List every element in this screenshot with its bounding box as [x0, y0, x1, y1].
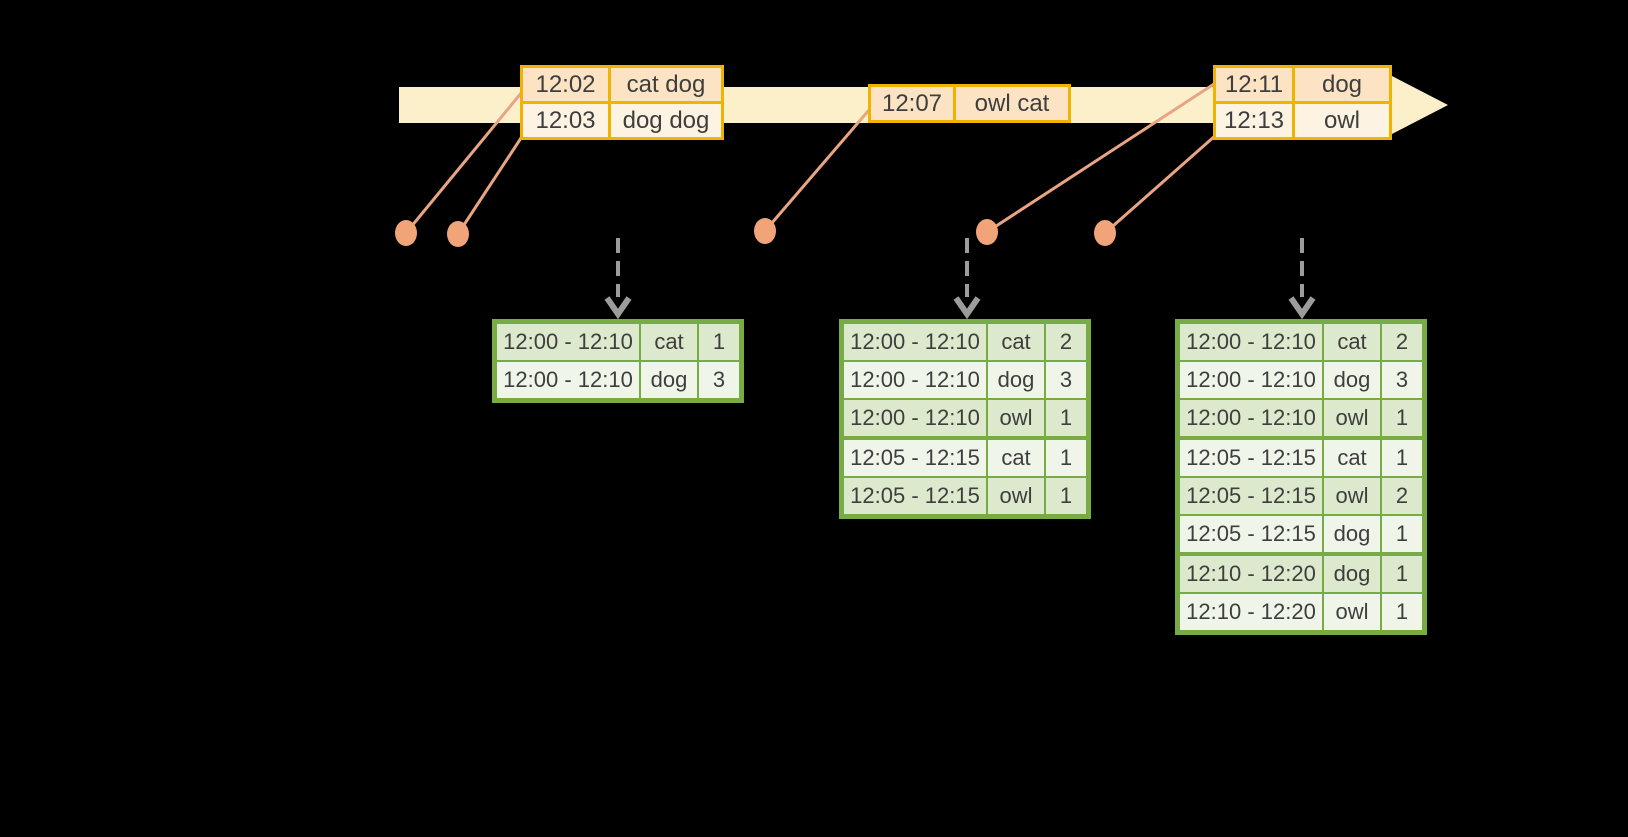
count-cell: 1 — [1044, 440, 1086, 476]
window-cell: 12:00 - 12:10 — [1180, 324, 1322, 360]
window-cell: 12:10 - 12:20 — [1180, 594, 1322, 630]
event-time-cell: 12:02 — [523, 68, 608, 101]
event-words-cell: owl cat — [953, 87, 1068, 120]
window-cell: 12:05 - 12:15 — [1180, 516, 1322, 552]
event-words-cell: cat dog — [608, 68, 721, 101]
word-cell: dog — [1322, 516, 1380, 552]
count-cell: 1 — [1380, 594, 1422, 630]
word-cell: dog — [639, 362, 697, 398]
count-cell: 2 — [1380, 478, 1422, 514]
word-cell: owl — [1322, 478, 1380, 514]
window-cell: 12:00 - 12:10 — [1180, 362, 1322, 398]
event-time-cell: 12:03 — [523, 104, 608, 137]
word-cell: owl — [986, 400, 1044, 436]
event-dot — [754, 218, 776, 244]
event-words-cell: dog dog — [608, 104, 721, 137]
event-dot — [976, 219, 998, 245]
event-time-cell: 12:11 — [1216, 68, 1292, 101]
count-cell: 1 — [1044, 478, 1086, 514]
word-cell: owl — [1322, 400, 1380, 436]
window-cell: 12:00 - 12:10 — [844, 400, 986, 436]
down-arrowhead-icon — [604, 296, 632, 320]
down-arrowhead-icon — [953, 296, 981, 320]
timeline-arrowhead-icon — [1392, 76, 1448, 134]
window-cell: 12:05 - 12:15 — [844, 478, 986, 514]
window-cell: 12:05 - 12:15 — [1180, 478, 1322, 514]
word-cell: dog — [1322, 362, 1380, 398]
event-dot — [1094, 220, 1116, 246]
word-cell: cat — [986, 440, 1044, 476]
count-cell: 1 — [1044, 400, 1086, 436]
event-time-cell: 12:07 — [871, 87, 953, 120]
word-cell: dog — [1322, 556, 1380, 592]
word-cell: cat — [1322, 324, 1380, 360]
word-cell: dog — [986, 362, 1044, 398]
word-cell: cat — [1322, 440, 1380, 476]
event-words-cell: dog — [1292, 68, 1389, 101]
connector-line — [456, 134, 525, 235]
count-cell: 2 — [1044, 324, 1086, 360]
window-cell: 12:05 - 12:15 — [844, 440, 986, 476]
window-cell: 12:05 - 12:15 — [1180, 440, 1322, 476]
count-cell: 1 — [1380, 400, 1422, 436]
connector-line — [986, 82, 1215, 234]
event-words-cell: owl — [1292, 104, 1389, 137]
count-cell: 3 — [1044, 362, 1086, 398]
down-arrow — [604, 238, 632, 320]
word-cell: owl — [1322, 594, 1380, 630]
window-cell: 12:00 - 12:10 — [844, 324, 986, 360]
window-cell: 12:10 - 12:20 — [1180, 556, 1322, 592]
connector-line — [763, 109, 871, 232]
count-cell: 3 — [697, 362, 739, 398]
word-cell: cat — [639, 324, 697, 360]
count-cell: 2 — [1380, 324, 1422, 360]
connector-line — [1104, 133, 1217, 235]
count-cell: 1 — [1380, 516, 1422, 552]
count-cell: 1 — [1380, 556, 1422, 592]
window-cell: 12:00 - 12:10 — [1180, 400, 1322, 436]
count-cell: 1 — [697, 324, 739, 360]
down-arrowhead-icon — [1288, 296, 1316, 320]
word-cell: cat — [986, 324, 1044, 360]
connector-line — [404, 91, 524, 234]
word-cell: owl — [986, 478, 1044, 514]
window-cell: 12:00 - 12:10 — [844, 362, 986, 398]
down-arrow — [953, 238, 981, 320]
count-cell: 1 — [1380, 440, 1422, 476]
count-cell: 3 — [1380, 362, 1422, 398]
event-time-cell: 12:13 — [1216, 104, 1292, 137]
window-cell: 12:00 - 12:10 — [497, 362, 639, 398]
event-dot — [447, 221, 469, 247]
window-cell: 12:00 - 12:10 — [497, 324, 639, 360]
event-dot — [395, 220, 417, 246]
down-arrow — [1288, 238, 1316, 320]
